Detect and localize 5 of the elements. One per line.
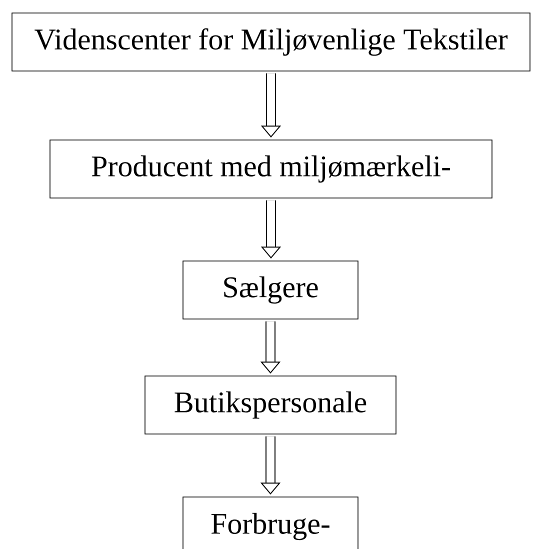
process-box: Sælgere [182,260,358,320]
process-box: Videnscenter for Miljøvenlige Tekstiler [12,12,530,72]
process-box: Butikspersonale [144,376,396,434]
process-box: Forbruge- [182,496,358,549]
process-box: Producent med miljømærkeli- [50,140,492,198]
